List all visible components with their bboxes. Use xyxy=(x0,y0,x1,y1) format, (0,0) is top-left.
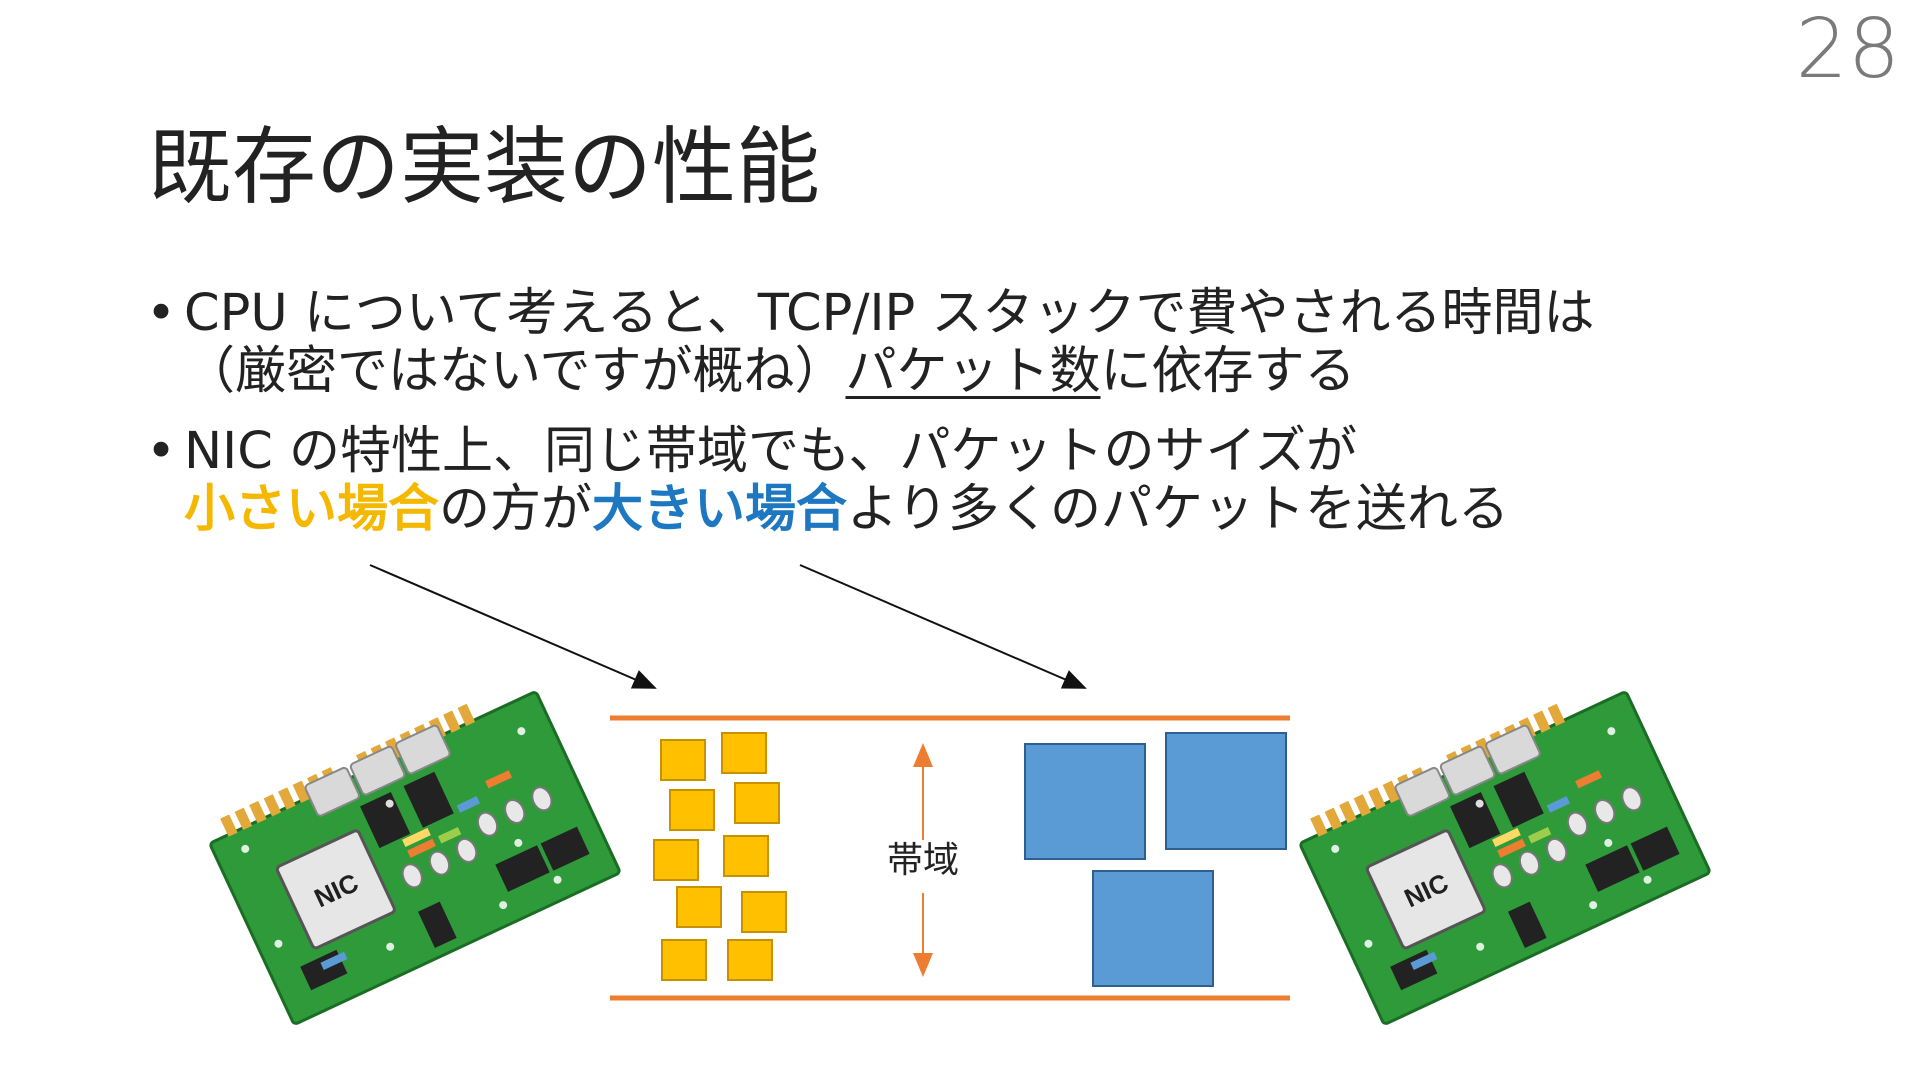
small-packet xyxy=(653,839,699,881)
bullet-dot: • xyxy=(146,284,177,343)
bullet-list: • CPU について考えると、TCP/IP スタックで費やされる時間は （厳密で… xyxy=(146,285,1595,561)
slide-title: 既存の実装の性能 xyxy=(148,118,821,216)
large-packet xyxy=(1024,743,1146,860)
page-number: 28 xyxy=(1795,2,1900,97)
nic-card-left: NIC xyxy=(200,673,622,1027)
small-packet xyxy=(734,782,780,824)
small-packet xyxy=(741,891,787,933)
small-packet xyxy=(660,739,706,781)
bullet-text: CPU について考えると、TCP/IP スタックで費やされる時間は xyxy=(184,284,1595,343)
underlined-term: パケット数 xyxy=(845,342,1101,401)
large-packets xyxy=(1024,732,1287,987)
large-packet xyxy=(1092,870,1214,987)
small-packet xyxy=(676,886,722,928)
bullet-text-continued: 小さい場合の方が大きい場合より多くのパケットを送れる xyxy=(184,481,1595,539)
small-packets xyxy=(653,732,787,981)
bullet-item-cpu: • CPU について考えると、TCP/IP スタックで費やされる時間は （厳密で… xyxy=(146,285,1595,401)
nic-card-right: NIC xyxy=(1290,673,1712,1027)
bullet-text-prefix: （厳密ではないですが概ね） xyxy=(184,342,846,401)
bullet-text-suffix: より多くのパケットを送れる xyxy=(847,480,1510,539)
small-packet xyxy=(669,789,715,831)
small-packet xyxy=(721,732,767,774)
small-packet xyxy=(661,939,707,981)
large-case-highlight: 大きい場合 xyxy=(592,480,848,539)
large-packet-arrow xyxy=(799,564,1087,689)
small-case-highlight: 小さい場合 xyxy=(184,480,440,539)
bullet-dot: • xyxy=(146,422,177,481)
bullet-text: NIC の特性上、同じ帯域でも、パケットのサイズが xyxy=(184,422,1357,481)
bullet-text-middle: の方が xyxy=(439,480,593,539)
bullet-text-suffix: に依存する xyxy=(1100,342,1356,401)
bullet-text-continued: （厳密ではないですが概ね）パケット数に依存する xyxy=(184,343,1595,401)
small-packet xyxy=(723,835,769,877)
small-packet xyxy=(727,939,773,981)
large-packet xyxy=(1165,732,1287,850)
small-packet-arrow xyxy=(369,564,657,689)
bullet-item-nic: • NIC の特性上、同じ帯域でも、パケットのサイズが 小さい場合の方が大きい場… xyxy=(146,423,1595,539)
bandwidth-indicator: 帯域 xyxy=(887,743,959,977)
bandwidth-label: 帯域 xyxy=(887,840,959,881)
